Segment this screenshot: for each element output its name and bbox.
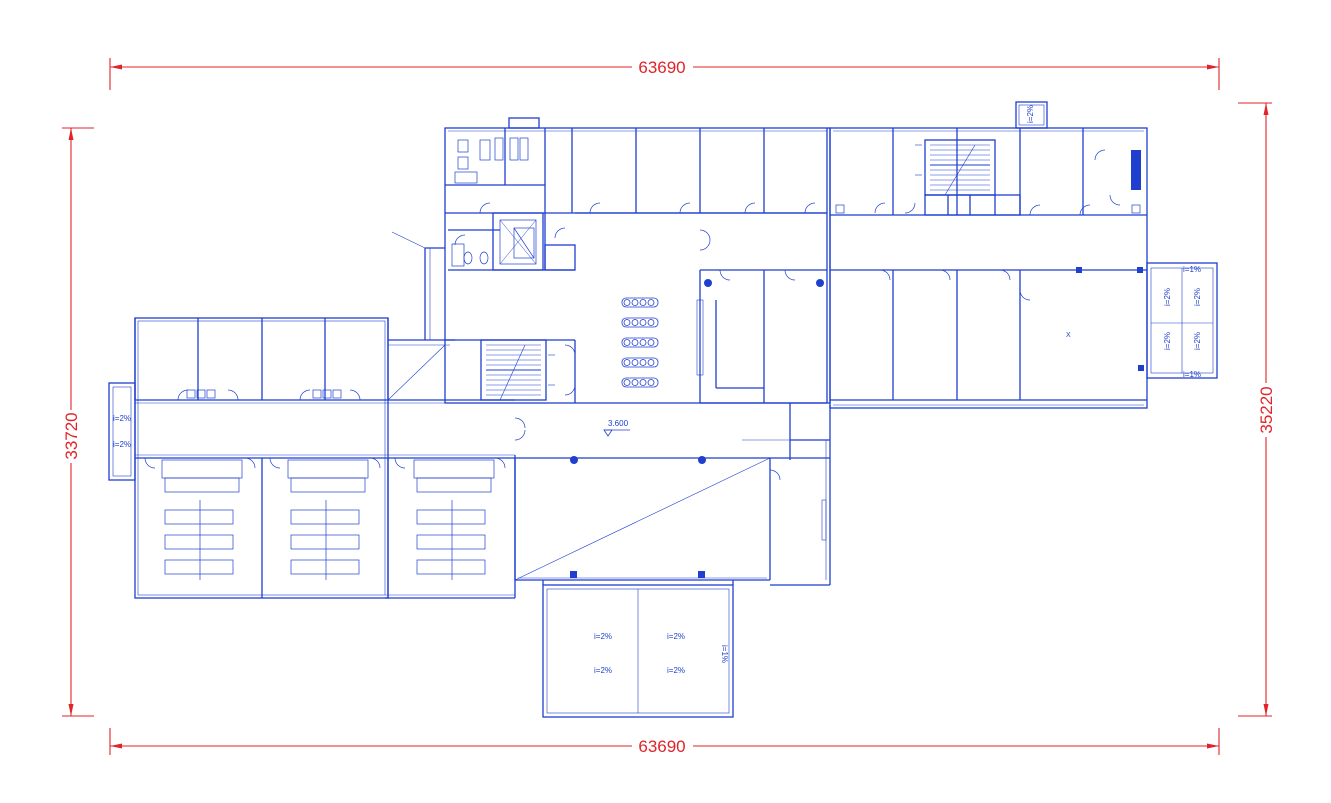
slope-label-right-2: i=2% — [1193, 288, 1202, 306]
slope-label-right-3: i=2% — [1163, 332, 1172, 350]
room-label-east-large: X — [1066, 332, 1071, 339]
column-icon — [570, 150, 1144, 578]
slope-label-bottom-4: i=2% — [667, 666, 685, 675]
slope-label-bottom-side: i=1% — [720, 645, 729, 663]
slope-label-right-4: i=2% — [1193, 332, 1202, 350]
door-swing-icon — [144, 149, 1121, 481]
elevation-marker-triangle — [603, 429, 613, 437]
walls — [108, 101, 1218, 718]
elevator-icon — [513, 227, 535, 259]
annotation-leaders — [391, 144, 922, 441]
slope-label-right-bottom: i=1% — [1183, 370, 1201, 379]
slope-label-bottom-1: i=2% — [594, 632, 612, 641]
slope-label-bottom-2: i=2% — [667, 632, 685, 641]
slope-label-bottom-3: i=2% — [594, 666, 612, 675]
dimension-right: 35220 — [1257, 386, 1276, 433]
elevation-label: 3.600 — [608, 419, 629, 428]
bed-icon — [164, 500, 486, 580]
room-label-group: 3.600 X i=2% i=2% i=2% i=2% i=2% i=2% i=… — [113, 105, 1202, 675]
chair-icon — [621, 297, 659, 388]
slope-label-right-top: i=1% — [1183, 265, 1201, 274]
dimension-bottom: 63690 — [638, 737, 685, 756]
dimension-lines — [62, 58, 1272, 755]
slope-label-left-porch-1: i=2% — [113, 414, 131, 423]
slope-label-top-box: i=2% — [1026, 105, 1035, 123]
dimension-arrow-icon — [68, 64, 1269, 749]
column-frame — [696, 299, 827, 541]
toilet-icon — [161, 137, 1141, 493]
dimension-top: 63690 — [638, 58, 685, 77]
slope-label-left-porch-2: i=2% — [113, 440, 131, 449]
slope-label-right-1: i=2% — [1163, 288, 1172, 306]
dimension-left: 33720 — [62, 412, 81, 459]
stair-icon — [486, 144, 990, 401]
